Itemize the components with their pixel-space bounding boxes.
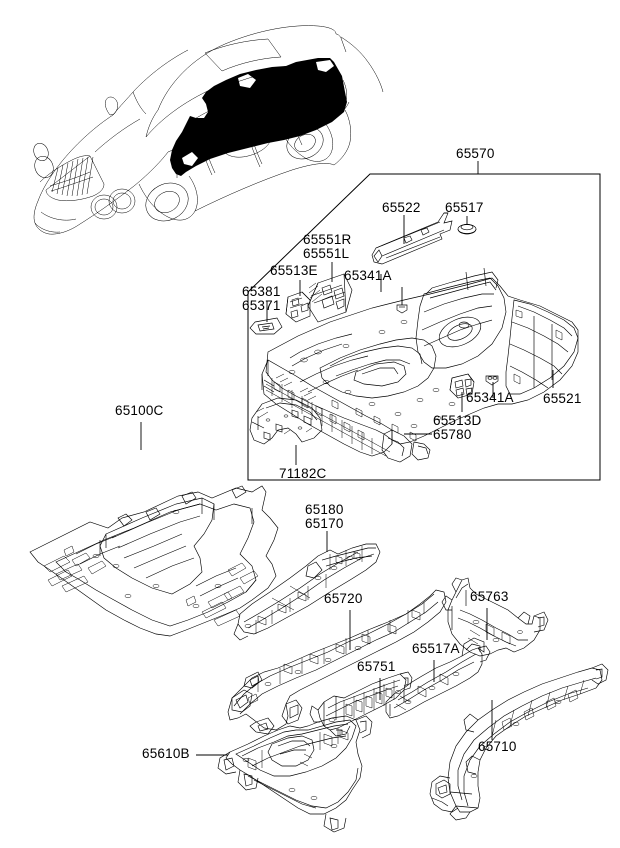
label-65341A-top: 65341A bbox=[344, 268, 392, 283]
highlighted-floor-region bbox=[170, 58, 347, 178]
label-65710: 65710 bbox=[478, 739, 517, 754]
label-65517: 65517 bbox=[445, 200, 484, 215]
label-65570: 65570 bbox=[456, 146, 495, 161]
label-65610B: 65610B bbox=[142, 746, 190, 761]
label-65180: 65180 bbox=[305, 502, 344, 517]
label-65341A-mid: 65341A bbox=[466, 390, 514, 405]
part-65371-shape bbox=[249, 317, 283, 335]
part-65513D-shape bbox=[449, 373, 475, 399]
part-65341A-top-shape bbox=[396, 304, 408, 314]
part-65341A-mid-shape bbox=[485, 375, 499, 386]
part-71182C-shape bbox=[249, 397, 323, 445]
label-71182C: 71182C bbox=[279, 466, 327, 481]
label-65551L: 65551L bbox=[303, 246, 350, 261]
label-65751: 65751 bbox=[357, 659, 396, 674]
label-65371: 65371 bbox=[242, 298, 281, 313]
label-65551R: 65551R bbox=[303, 232, 352, 247]
label-65780: 65780 bbox=[433, 427, 472, 442]
part-65517-shape bbox=[457, 223, 477, 235]
part-65513E-shape bbox=[285, 291, 311, 323]
label-65517A: 65517A bbox=[412, 641, 460, 656]
main-floor-pan-assembly bbox=[261, 267, 579, 463]
label-65521: 65521 bbox=[543, 391, 582, 406]
label-65170: 65170 bbox=[305, 516, 344, 531]
label-65763: 65763 bbox=[470, 589, 509, 604]
label-65100C: 65100C bbox=[115, 403, 164, 418]
part-65522-shape bbox=[371, 212, 453, 265]
label-65513D: 65513D bbox=[433, 413, 482, 428]
label-65381: 65381 bbox=[242, 284, 281, 299]
label-65513E: 65513E bbox=[270, 263, 318, 278]
label-65522: 65522 bbox=[382, 200, 421, 215]
label-65720: 65720 bbox=[324, 591, 363, 606]
